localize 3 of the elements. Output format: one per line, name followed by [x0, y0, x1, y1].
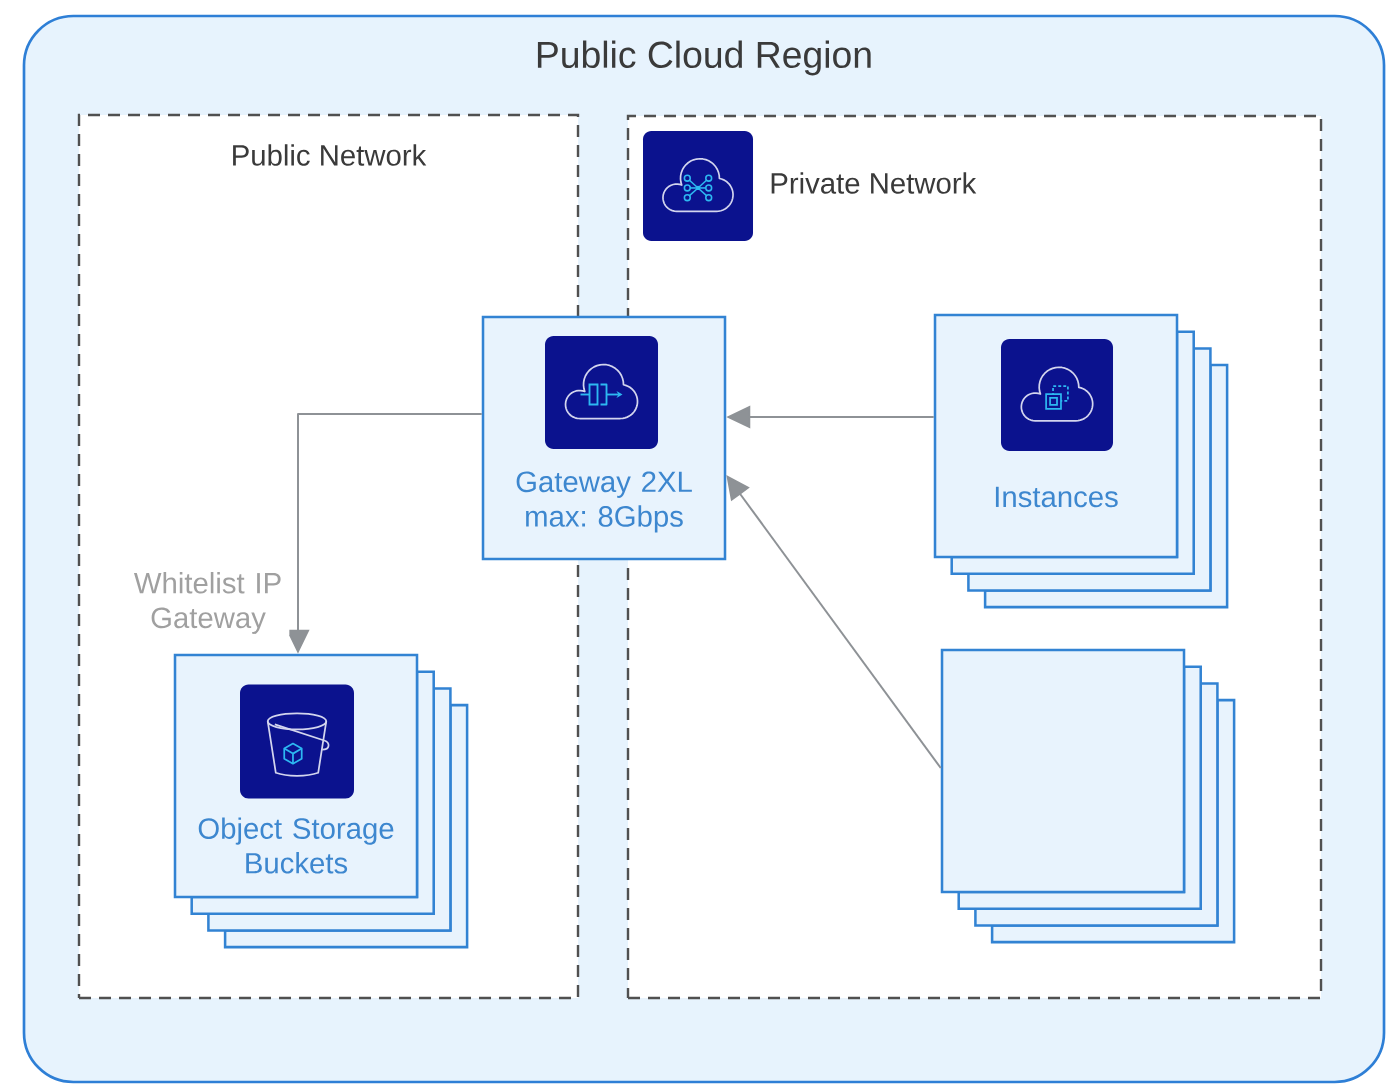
edge-label: Whitelist IP Gateway [126, 570, 290, 636]
arrow [726, 475, 942, 769]
card-stack [940, 648, 1236, 944]
